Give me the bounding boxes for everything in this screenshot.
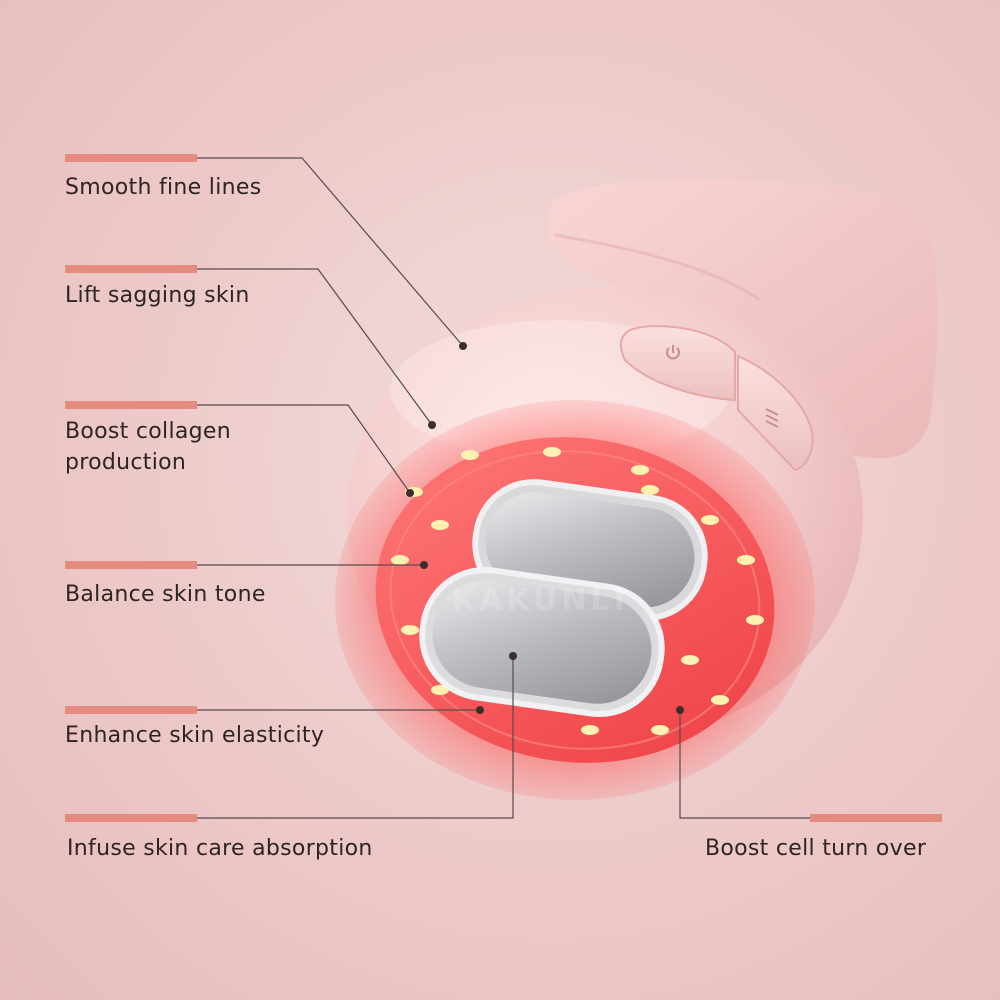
accent-bar [65, 154, 197, 162]
leader-dot [420, 561, 428, 569]
leader-dot [459, 342, 467, 350]
leader-dot [676, 706, 684, 714]
feature-label-lift-sagging-skin: Lift sagging skin [65, 283, 250, 308]
accent-bar [65, 814, 197, 822]
feature-label-boost-cell-turn-over: Boost cell turn over [705, 836, 927, 861]
device-paddle [547, 178, 938, 459]
accent-bar [65, 401, 197, 409]
feature-label-smooth-fine-lines: Smooth fine lines [65, 175, 262, 200]
led-dots [391, 447, 764, 735]
leader-line-lift-sagging-skin [197, 268, 433, 426]
leader-dot [476, 706, 484, 714]
feature-label-infuse-skin-care-absorption: Infuse skin care absorption [67, 836, 373, 861]
menu-icon[interactable] [762, 407, 782, 429]
electrode-lower [419, 566, 665, 718]
feature-label-balance-skin-tone: Balance skin tone [65, 582, 266, 607]
accent-bar [65, 706, 197, 714]
accent-bar [810, 814, 942, 822]
feature-label-boost-collagen-production: Boost collagen production [65, 419, 231, 475]
power-icon[interactable] [663, 343, 683, 363]
feature-label-enhance-skin-elasticity: Enhance skin elasticity [65, 723, 325, 748]
leader-line-smooth-fine-lines [197, 157, 464, 347]
leader-dot [406, 489, 414, 497]
leader-dot [509, 652, 517, 660]
brand-watermark: KAKUNLI [452, 583, 629, 618]
leader-line-infuse-absorption [197, 656, 514, 819]
accent-bar [65, 265, 197, 273]
leader-line-boost-cell [679, 710, 810, 819]
accent-bar [65, 561, 197, 569]
leader-dot [428, 421, 436, 429]
leader-line-boost-collagen [197, 404, 411, 494]
